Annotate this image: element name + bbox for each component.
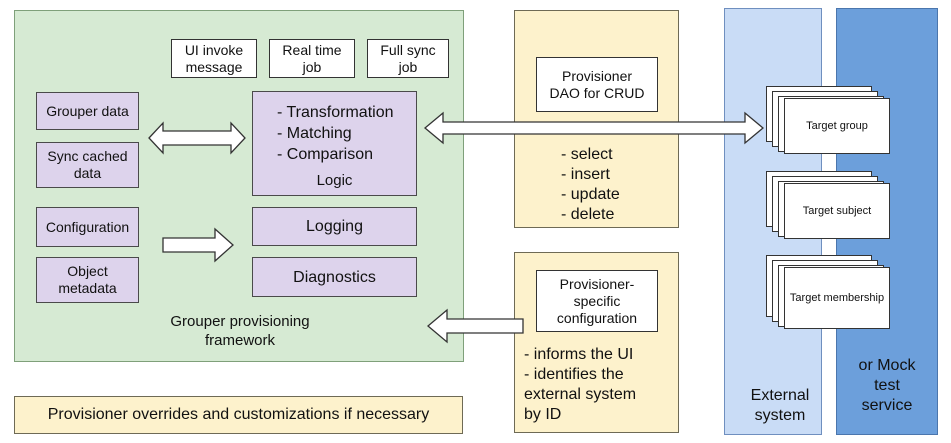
dao-panel bbox=[514, 10, 679, 228]
target-membership-stack: Target membership bbox=[766, 255, 894, 331]
logic-box: - Transformation - Matching - Comparison… bbox=[252, 91, 417, 196]
ui-invoke-message-box: UI invoke message bbox=[171, 39, 257, 78]
dao-operations: - select - insert - update - delete bbox=[561, 146, 620, 223]
logging-box: Logging bbox=[252, 207, 417, 246]
external-system-label: External system bbox=[750, 387, 810, 424]
diagnostics-box: Diagnostics bbox=[252, 257, 417, 297]
real-time-job-box: Real time job bbox=[269, 39, 355, 78]
provisioner-config-notes: - informs the UI - identifies the extern… bbox=[524, 346, 637, 423]
logic-target-double-arrow bbox=[423, 111, 765, 145]
target-subject-card: Target subject bbox=[784, 183, 890, 239]
full-sync-job-box: Full sync job bbox=[367, 39, 449, 78]
data-logic-double-arrow bbox=[148, 121, 246, 155]
framework-label: Grouper provisioning framework bbox=[170, 313, 310, 349]
provisioner-config-box: Provisioner- specific configuration bbox=[536, 270, 658, 332]
logic-label: Logic bbox=[316, 172, 353, 189]
config-framework-arrow bbox=[426, 308, 524, 344]
target-subject-stack: Target subject bbox=[766, 171, 894, 241]
configuration-box: Configuration bbox=[36, 207, 139, 247]
logic-items: - Transformation - Matching - Comparison bbox=[277, 104, 394, 163]
target-membership-card: Target membership bbox=[784, 267, 890, 329]
dao-title-box: Provisioner DAO for CRUD bbox=[536, 57, 658, 112]
grouper-data-box: Grouper data bbox=[36, 92, 139, 130]
mock-service-label: or Mock test service bbox=[858, 357, 916, 414]
config-logging-arrow bbox=[162, 227, 234, 263]
sync-cached-data-box: Sync cached data bbox=[36, 142, 139, 188]
object-metadata-box: Object metadata bbox=[36, 257, 139, 303]
overrides-box: Provisioner overrides and customizations… bbox=[14, 396, 463, 434]
target-group-card: Target group bbox=[784, 98, 890, 154]
target-group-stack: Target group bbox=[766, 86, 894, 156]
